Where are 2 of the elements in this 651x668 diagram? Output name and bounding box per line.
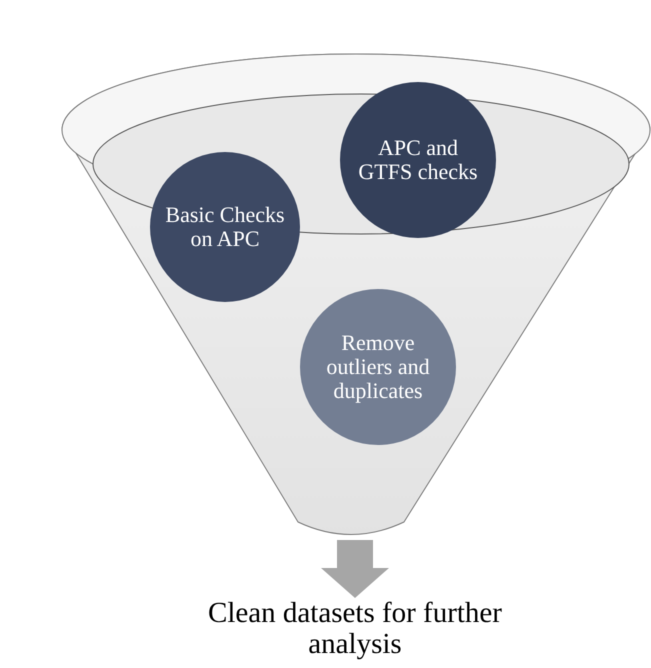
- arrow: [321, 540, 389, 598]
- result-text: Clean datasets for further analysis: [185, 598, 525, 666]
